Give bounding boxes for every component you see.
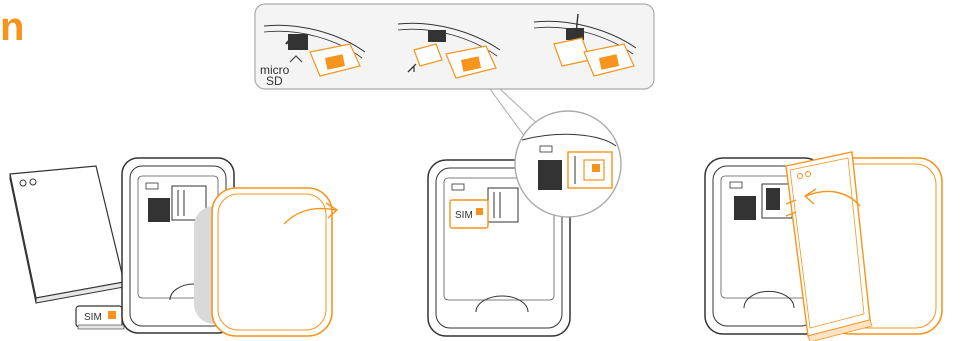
microsd-slot (488, 188, 518, 222)
microsd-label-line2: SD (266, 74, 283, 88)
sim-card: SIM (76, 306, 124, 329)
battery (10, 166, 124, 303)
camera-lens-icon (730, 182, 742, 188)
sim-card-inserted: SIM (450, 200, 488, 228)
heading-fragment: n (0, 5, 24, 49)
camera-lens-icon (146, 183, 158, 189)
sim-chip (108, 311, 116, 319)
sim-slot-label: SIM (455, 210, 473, 221)
camera-lens-icon (452, 184, 464, 190)
step-1-remove-back-cover: SIM (10, 158, 337, 336)
magnifier-circle (515, 111, 621, 217)
step-3-replace-battery (705, 152, 942, 341)
back-cover (194, 188, 332, 336)
sim-slot (148, 198, 170, 222)
sim-card-label: SIM (84, 312, 102, 323)
sim-slot (734, 196, 756, 220)
